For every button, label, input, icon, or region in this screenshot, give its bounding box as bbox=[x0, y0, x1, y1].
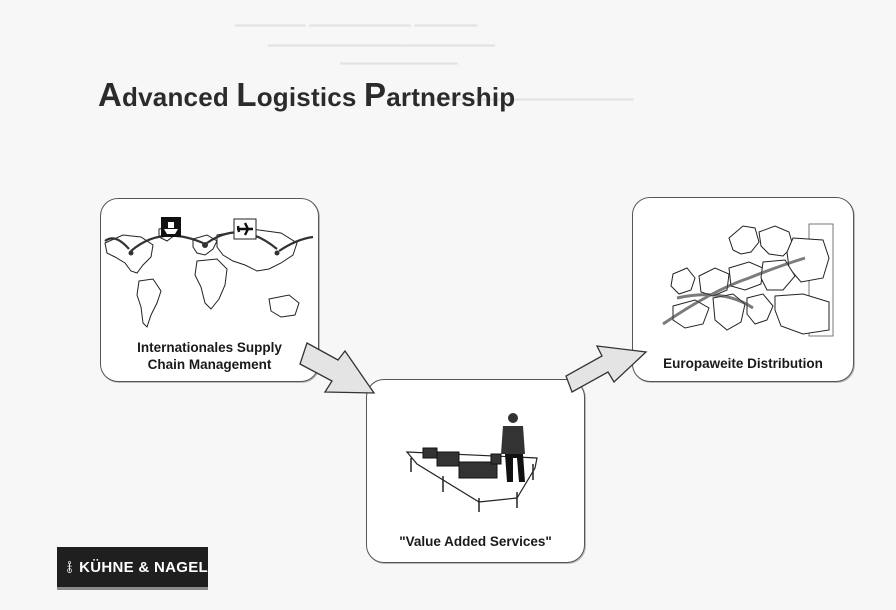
value-added-services-box: "Value Added Services" bbox=[366, 379, 585, 563]
worker-figure bbox=[501, 413, 525, 482]
arrow-to-value-added-services bbox=[299, 342, 376, 394]
logo-text: KÜHNE & NAGEL bbox=[79, 558, 208, 576]
arrow-to-distribution bbox=[565, 345, 648, 393]
anchor-icon bbox=[67, 561, 72, 573]
value-added-services-label: "Value Added Services" bbox=[399, 534, 552, 549]
world-map-icon bbox=[104, 217, 314, 328]
europe-map-icon bbox=[662, 223, 834, 337]
page-title: Advanced Logistics Partnership bbox=[98, 76, 516, 113]
ship-icon bbox=[161, 217, 181, 237]
distribution-label: Europaweite Distribution bbox=[663, 356, 823, 371]
ghost-text: ━━━━━━━━━━━━━━━ bbox=[340, 56, 458, 71]
ghost-text: ━━━━━━━━━━━━━━━━━━━━━━━━━━━━━ bbox=[268, 38, 495, 53]
worker-conveyor-icon bbox=[405, 413, 538, 512]
supply-chain-box: Internationales Supply Chain Management bbox=[100, 198, 319, 382]
kuehne-nagel-logo: KÜHNE & NAGEL bbox=[57, 547, 208, 590]
airplane-icon bbox=[233, 218, 257, 240]
ghost-text: ━━━━━━━━━ ━━━━━━━━━━━━━ ━━━━━━━━ bbox=[235, 18, 478, 33]
distribution-box: Europaweite Distribution bbox=[632, 197, 854, 382]
supply-chain-label: Internationales Supply Chain Management bbox=[137, 340, 282, 372]
ghost-text: ━━━━━━━━━━━━━━━━━━━━━━━━━━ bbox=[430, 92, 634, 107]
